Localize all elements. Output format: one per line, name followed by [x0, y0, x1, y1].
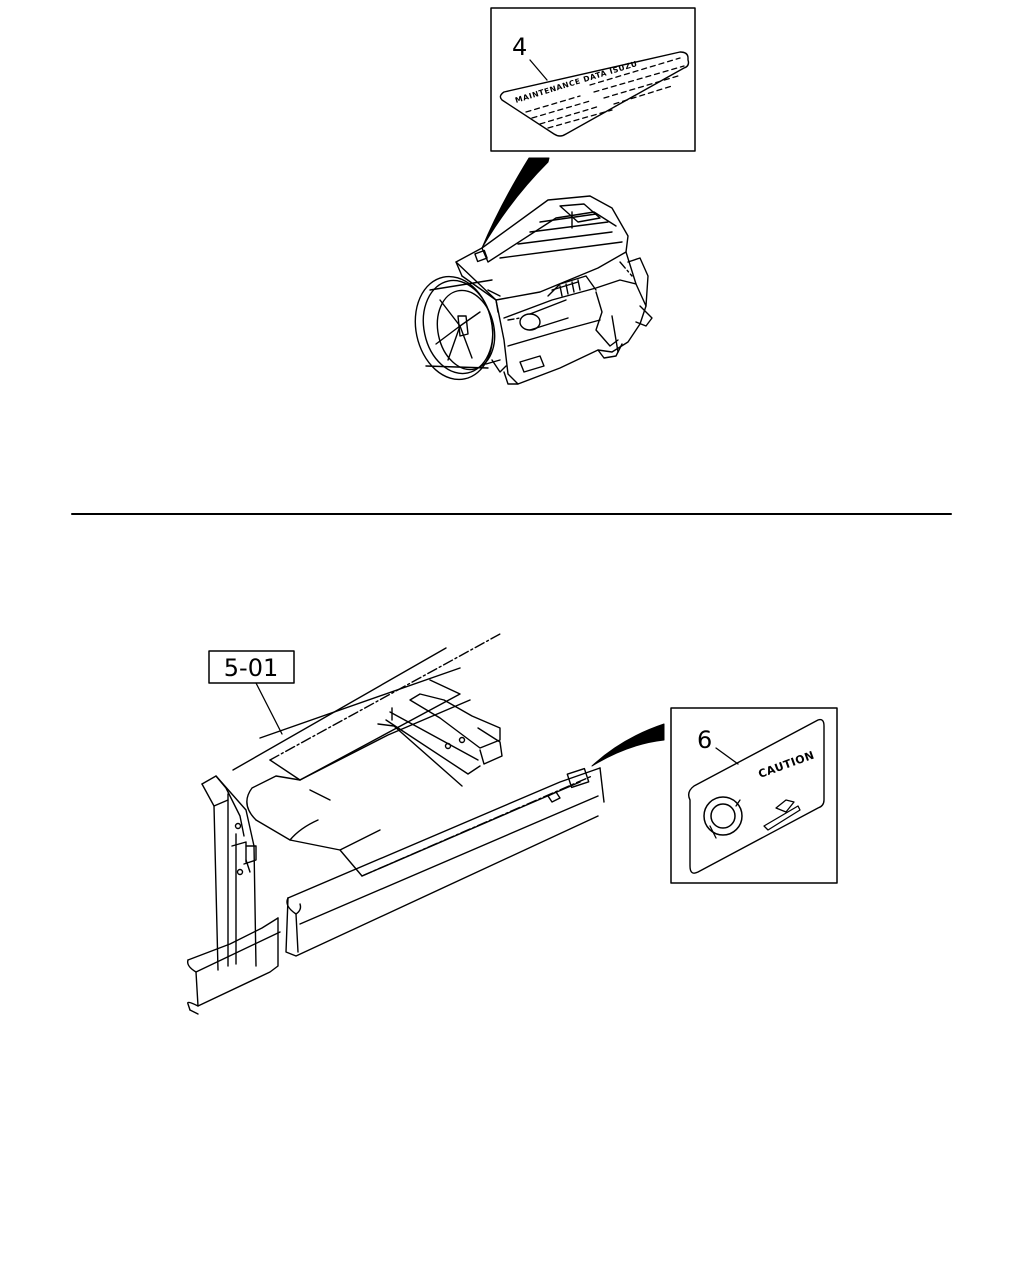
engine-illustration — [414, 195, 653, 385]
reference-leader — [255, 682, 283, 735]
callout-number-6: 6 — [697, 726, 712, 754]
caution-symbol-latch — [763, 799, 801, 831]
maintenance-label-detail-box — [490, 7, 696, 152]
reference-code: 5-01 — [224, 654, 278, 682]
pointer-wedge-bottom — [591, 723, 665, 767]
callout-leader-6 — [715, 747, 739, 765]
caution-label-detail-box — [670, 707, 838, 884]
pointer-wedge-top — [481, 157, 550, 249]
maintenance-data-label-plate: MAINTENANCE DATA ISUZU — [499, 51, 690, 137]
engine-figure: MAINTENANCE DATA ISUZU 4 — [414, 7, 696, 385]
caution-label-text: CAUTION — [757, 748, 817, 780]
chassis-frame-illustration — [186, 633, 605, 1015]
reference-code-box — [208, 650, 295, 684]
caution-symbol-ring — [703, 796, 743, 836]
frame-figure: 5-01 CAUTION 6 — [186, 633, 838, 1015]
caution-label-location — [566, 767, 590, 789]
callout-number-4: 4 — [512, 33, 527, 61]
callout-leader-4 — [529, 59, 548, 81]
maintenance-label-text: MAINTENANCE DATA ISUZU — [514, 59, 639, 105]
